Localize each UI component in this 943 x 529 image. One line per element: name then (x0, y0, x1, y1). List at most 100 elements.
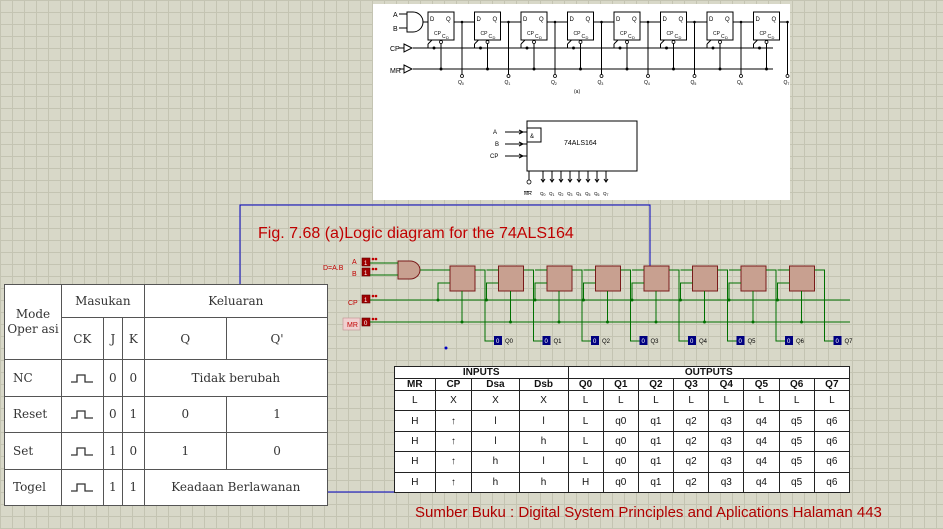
junction-dot (439, 67, 443, 71)
flipflop-cp-label: CP (527, 31, 535, 37)
flipflop-cp-label: CP (434, 31, 442, 37)
chip-output-arrow-icon (540, 171, 546, 183)
junction-dot (739, 20, 743, 24)
flipflop-cd-label: C (489, 34, 493, 40)
column-header-q4: Q4 (708, 378, 745, 391)
junction-dot (776, 298, 779, 302)
junction-dot (509, 320, 512, 324)
subheader-q: Q (143, 317, 228, 360)
table-cell: ↑ (434, 430, 473, 453)
junction-dot (525, 46, 529, 50)
output-terminal (739, 74, 743, 78)
reset-bubble (532, 40, 536, 44)
mr-label-box[interactable] (342, 317, 361, 331)
table-cell: q6 (813, 451, 851, 473)
panel-label: (a) (574, 89, 580, 95)
flipflop-cd-label: C (768, 34, 772, 40)
logic-state-input[interactable] (361, 257, 371, 267)
sim-output-label: Q6 (796, 339, 805, 345)
output-label: Q3 (598, 80, 604, 86)
k-value: 1 (122, 468, 145, 506)
chip-input-arrow-icon (505, 153, 527, 159)
table-cell: H (394, 471, 436, 494)
sim-flipflop[interactable] (449, 265, 476, 292)
flipflop-d-label: D (756, 17, 761, 23)
flipflop-cp-label: CP (620, 31, 628, 37)
logic-state-input[interactable] (361, 267, 371, 277)
column-header-q0: Q0 (567, 378, 604, 391)
table-cell: q4 (743, 410, 780, 432)
output-label: Q7 (784, 80, 790, 86)
flipflop-wires (427, 39, 442, 69)
sim-flipflop[interactable] (643, 265, 670, 292)
logic-state-input[interactable] (361, 294, 371, 304)
sim-output-label: Q1 (554, 339, 563, 345)
probe-value: 0 (836, 339, 840, 345)
logic-state-value: 1 (364, 271, 368, 277)
output-label: Q2 (551, 80, 557, 86)
chip-input-arrow-icon (505, 141, 527, 147)
junction-dot (582, 298, 585, 302)
sim-flipflop[interactable] (546, 265, 573, 292)
junction-dot (718, 67, 722, 71)
chip-output-label: Q5 (585, 191, 591, 197)
mode-header-text: Mode Oper asi (7, 307, 59, 336)
output-label: Q5 (691, 80, 697, 86)
flipflop-cd-sub: D (446, 35, 449, 40)
sim-flipflop[interactable] (789, 265, 815, 292)
junction-dot (533, 298, 537, 302)
sim-flipflop[interactable] (692, 265, 718, 292)
clock-pulse-icon (61, 468, 104, 506)
pin-dot (374, 267, 378, 271)
table-cell: ↑ (434, 410, 473, 432)
reset-bubble (764, 40, 769, 44)
table-cell: q6 (813, 471, 851, 494)
sim-flipflop[interactable] (595, 265, 621, 292)
output-state: Keadaan Berlawanan (143, 468, 329, 506)
junction-dot (486, 67, 489, 71)
chip-output-label: Q6 (594, 191, 600, 197)
flipflop-q-label: Q (446, 17, 451, 23)
subheader-ck: CK (61, 317, 104, 360)
table-cell: L (778, 389, 815, 412)
junction-dot (630, 298, 634, 302)
qn-value: 1 (226, 395, 328, 433)
flipflop-d-label: D (709, 17, 714, 23)
junction-dot (625, 67, 629, 71)
sim-output-label: Q0 (505, 339, 514, 345)
table-cell: q0 (602, 451, 639, 473)
junction-dot (618, 46, 622, 50)
j-value: 1 (102, 468, 124, 506)
chip-input-label: A (493, 130, 497, 136)
flipflop-d-label: D (570, 17, 575, 23)
inputs-group-header: INPUTS (394, 366, 569, 379)
chip-output-arrow-icon (585, 171, 591, 183)
flipflop-q-label: Q (539, 17, 544, 23)
table-cell: L (567, 430, 604, 453)
q-value: 1 (143, 432, 228, 470)
table-cell: q1 (637, 451, 675, 473)
junction-dot (765, 67, 768, 71)
probe-value: 0 (545, 339, 549, 345)
logic-probe (494, 336, 502, 345)
table-cell: q4 (743, 451, 780, 473)
table-cell: L (813, 389, 851, 412)
table-cell: L (743, 389, 780, 412)
sim-flipflop[interactable] (740, 265, 767, 292)
table-cell: q2 (673, 451, 710, 473)
output-label: Q0 (458, 80, 464, 86)
table-cell: q2 (673, 471, 710, 494)
mode-row-reset: Reset 0 1 0 1 (4, 395, 328, 433)
sim-flipflop[interactable] (498, 265, 524, 292)
table-cell: q2 (673, 430, 710, 453)
junction-dot (786, 20, 789, 24)
output-label: Q4 (644, 80, 650, 86)
flipflop-d-label: D (523, 17, 528, 23)
chip-output-arrow-icon (594, 171, 600, 183)
flipflop-wires (706, 39, 721, 69)
table-cell: q4 (743, 430, 780, 453)
